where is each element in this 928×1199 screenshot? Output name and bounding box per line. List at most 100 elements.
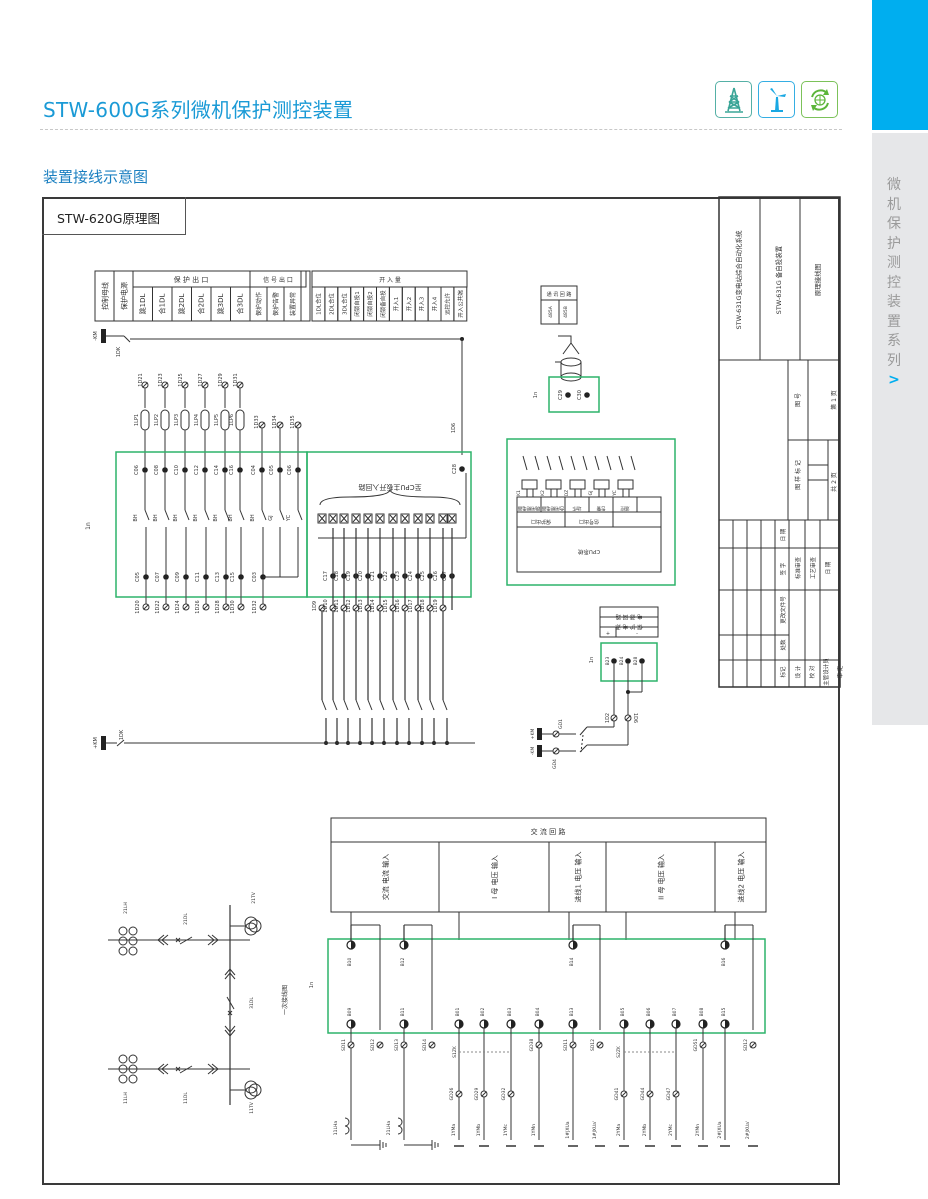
wire [343,699,349,711]
terminal-label: C24 [408,571,414,581]
terminal-dot [142,467,148,473]
terminal-label: 1D25 [178,373,184,386]
terminal-label: 1D14 [370,599,376,612]
terminal-label: SD11 [341,1039,347,1051]
ac-title: 交 流 回 路 [531,827,566,836]
contact-label: BH [153,514,159,521]
module-power [600,642,658,682]
pressplate-label: 1LP2 [154,414,160,426]
busbar-terminal [101,329,106,343]
terminal-slash [202,382,208,388]
terminal-label: GD26 [449,1088,455,1101]
sidebar-char: 控 [887,274,901,291]
terminal-dot [203,574,209,580]
terminal-half-fill [539,1020,543,1028]
power-sub: 保 护 电 源 [615,623,643,631]
terminal-slash [481,1091,487,1097]
terminal-label: 1D33 [254,415,260,428]
terminal-label: C25 [420,571,426,581]
terminal-label: 1D11 [334,599,340,612]
terminal-slash [142,382,148,388]
terminal-slash [415,605,421,611]
terminal-half-fill [573,1020,577,1028]
module-label: 1n [533,392,539,398]
relay-label: YC [612,490,618,497]
switch-label: S2ZK [616,1045,622,1058]
tb-label: 图 号 [795,393,802,407]
terminal-slash [401,1042,407,1048]
wire [376,514,384,523]
title-block [718,196,841,688]
sidebar-series-link[interactable]: 微机保护测控装置系列> [884,176,904,391]
table-cell-label: 远控允许 [444,293,452,316]
contact-label: BH [173,514,179,521]
terminal-slash [456,1091,462,1097]
one-line-label: 31DL [249,997,255,1009]
ct-symbol [128,946,138,956]
ct-symbol [118,1054,128,1064]
terminal-dot [143,574,149,580]
tb-drawing: 原理接线图 [813,264,822,297]
tv-symbol [244,1086,258,1100]
terminal-slash [377,605,383,611]
relay [593,479,610,490]
terminal-label: B15 [721,1007,727,1016]
module-label: 1n [309,982,315,988]
sidebar-char: 测 [887,255,901,271]
cpu-cell: 遥控 [620,505,629,512]
terminal-label: B04 [535,1007,541,1016]
bottom-label: 1#JXUa [565,1121,571,1138]
terminal-dot [222,467,228,473]
optocoupler [317,513,327,524]
pressplate [235,409,245,431]
table-cell-label: 跳1DL [138,294,147,315]
terminal-half-fill [676,1020,680,1028]
bottom-label: 1YMn [531,1124,537,1136]
terminal-label: C13 [215,572,221,582]
wire [239,509,245,521]
pressplate-label: 1LP4 [194,414,200,426]
terminal-label: SD12 [590,1039,596,1051]
terminal-slash [440,605,446,611]
table-cell-label: 合3DL [236,294,245,315]
chevron-right-icon[interactable]: > [888,372,900,388]
terminal-label: 1D24 [175,600,181,613]
sidebar-char: 微 [887,177,901,193]
wire [204,509,210,521]
wire [579,726,588,736]
wind-turbine-icon [758,81,795,118]
wire [184,509,190,521]
wire [442,699,448,711]
table-cell-label: 闭锁备自投 [379,290,387,318]
ac-col: 交流 电流 输入 [381,854,390,900]
wire [579,744,588,753]
module-comm [548,376,600,413]
terminal-label: B23 [605,656,611,665]
table-cell-label: 3DL合位 [340,293,348,315]
power-col: - [636,631,638,637]
wire [426,514,434,523]
plug-symbol [224,1025,236,1037]
breaker-symbol [226,996,235,1016]
terminal-label: B02 [480,1007,486,1016]
ac-col: 进线1 电压 输入 [574,852,583,903]
tb-role: 校 对 [808,665,816,678]
terminal-label: 1D17 [408,599,414,612]
terminal-label: B16 [721,957,727,966]
one-line-label: 11TV [249,1101,255,1113]
wire [318,514,326,523]
terminal-slash [429,1042,435,1048]
terminal-dot [182,467,188,473]
terminal-slash [223,604,229,610]
cpu-cell: 跳闸继电器 [517,505,540,512]
terminal-label: C23 [395,571,401,581]
tb-role: 主管设计员 [822,658,830,686]
wire [279,509,285,521]
terminal-label: 1D19 [433,599,439,612]
table-cell-label: 开入4 [432,296,439,311]
bottom-label: 1#JXUa' [592,1121,598,1139]
terminal-label: C08 [154,465,160,475]
pressplate-label: 1LP3 [174,414,180,426]
wire [352,514,360,523]
terminal-label: 1D10 [323,599,329,612]
